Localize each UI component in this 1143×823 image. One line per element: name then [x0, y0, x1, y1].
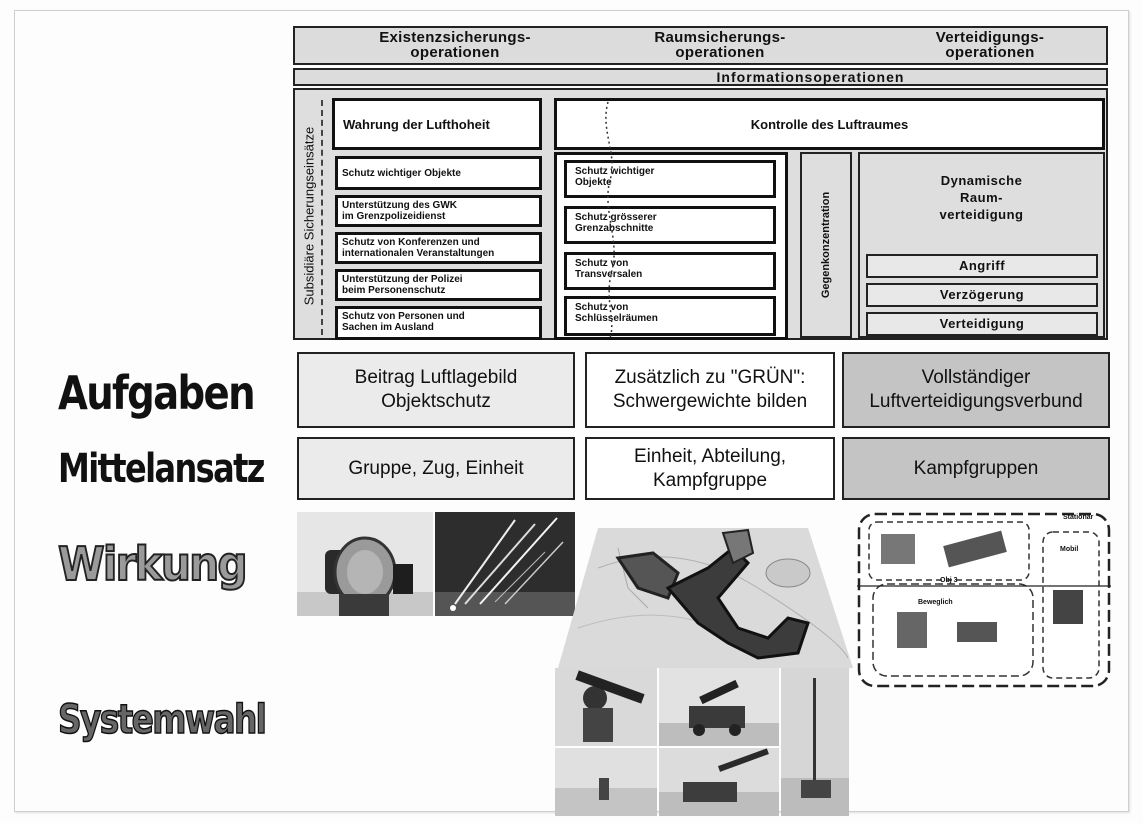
header-verteidigung: Verteidigungs- operationen — [935, 29, 1045, 61]
aufgaben-yellow: Zusätzlich zu "GRÜN": Schwergewichte bil… — [585, 352, 835, 428]
angriff-box: Angriff — [866, 254, 1098, 278]
sketch-object-label: Obj 3 — [940, 577, 958, 584]
mid-task-4: Schutz von Schlüsselräumen — [564, 296, 776, 336]
dynamic-defence-panel: Dynamische Raum- verteidigung — [858, 152, 1105, 338]
terrain-map — [558, 528, 853, 668]
mittel-red: Kampfgruppen — [842, 437, 1110, 500]
mittel-green: Gruppe, Zug, Einheit — [297, 437, 575, 500]
sketch-moveable-label: Beweglich — [918, 599, 953, 606]
deployment-sketch — [857, 512, 1111, 688]
header-existenz: Existenzsicherungs- operationen — [379, 29, 531, 61]
subsidiary-label: Subsidiäre Sicherungseinsätze — [301, 126, 317, 306]
sketch-mobile-label: Mobil — [1060, 546, 1079, 553]
gegenkonzentration-box: Gegenkonzentration — [800, 152, 852, 338]
information-operations-bar: Informationsoperationen — [293, 68, 1108, 86]
dashed-divider — [321, 100, 323, 335]
left-task-4: Unterstützung der Polizei beim Personens… — [335, 269, 542, 301]
aufgaben-red: Vollständiger Luftverteidigungsverbund — [842, 352, 1110, 428]
info-label: Informationsoperationen — [716, 69, 905, 85]
header-raum: Raumsicherungs- operationen — [654, 29, 786, 61]
left-task-5: Schutz von Personen und Sachen im Auslan… — [335, 306, 542, 340]
mittel-yellow: Einheit, Abteilung, Kampfgruppe — [585, 437, 835, 500]
verzoegerung-box: Verzögerung — [866, 283, 1098, 307]
cannon-photo — [659, 748, 779, 816]
row-label-mittelansatz: Mittelansatz — [58, 446, 265, 492]
mast-sensor-photo — [781, 668, 849, 816]
soldier-field-photo — [555, 748, 657, 816]
row-label-aufgaben: Aufgaben — [58, 366, 256, 420]
operations-header: Existenzsicherungs- operationen Raumsich… — [293, 26, 1108, 65]
aufgaben-green: Beitrag Luftlagebild Objektschutz — [297, 352, 575, 428]
dotted-transition-line — [605, 101, 615, 339]
wahrung-box: Wahrung der Lufthoheit — [332, 98, 542, 150]
mid-task-2: Schutz grösserer Grenzabschnitte — [564, 206, 776, 244]
manpad-operator-photo — [555, 668, 657, 746]
dynamic-title: Dynamische Raum- verteidigung — [939, 173, 1024, 222]
launcher-vehicle-photo — [659, 668, 779, 746]
verteidigung-box: Verteidigung — [866, 312, 1098, 336]
kontrolle-box: Kontrolle des Luftraumes — [554, 98, 1105, 150]
left-task-1: Schutz wichtiger Objekte — [335, 156, 542, 190]
row-label-wirkung: Wirkung — [57, 536, 249, 592]
radar-sensor-photo — [297, 512, 433, 616]
mid-task-3: Schutz von Transversalen — [564, 252, 776, 290]
left-task-3: Schutz von Konferenzen und international… — [335, 232, 542, 264]
tracer-fire-photo — [435, 512, 575, 616]
left-task-2: Unterstützung des GWK im Grenzpolizeidie… — [335, 195, 542, 227]
mid-task-1: Schutz wichtiger Objekte — [564, 160, 776, 198]
sketch-stationary-label: Stationär — [1063, 514, 1094, 521]
row-label-systemwahl: Systemwahl — [57, 696, 267, 744]
